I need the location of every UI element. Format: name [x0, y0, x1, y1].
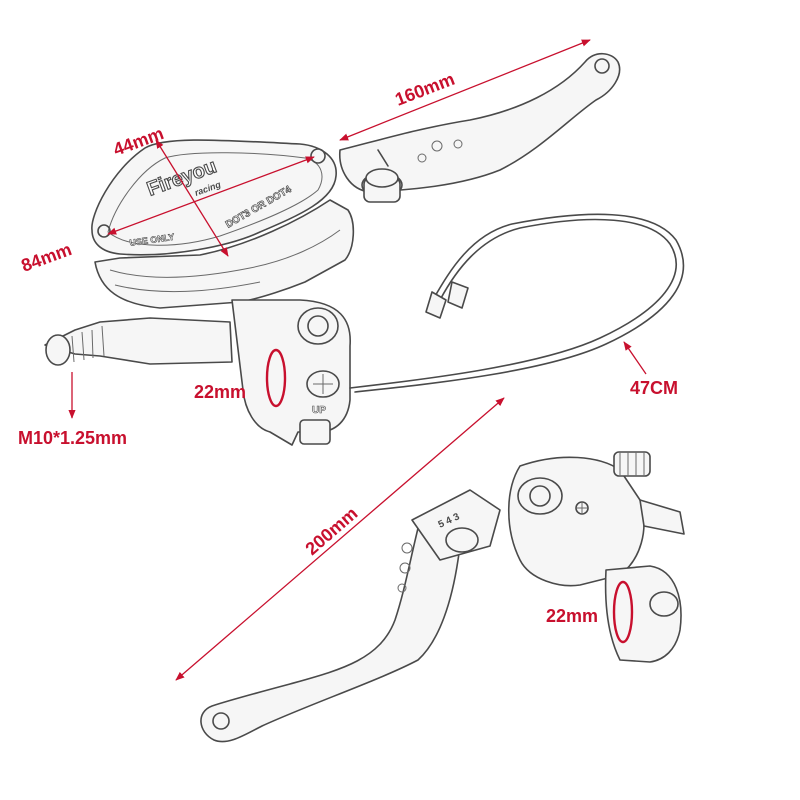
label-160mm: 160mm: [392, 69, 457, 110]
up-marking: UP: [312, 405, 326, 416]
dim-line-160mm: [339, 39, 591, 141]
cable-port: [529, 485, 551, 507]
lever-pivot-hole: [594, 58, 610, 74]
brake-line-port: [307, 315, 329, 337]
handlebar-clamp-bottom: [604, 565, 682, 663]
clutch-lever-end-hole: [212, 712, 230, 730]
brake-switch-wire: [349, 213, 685, 393]
wire-connector-1: [425, 291, 447, 319]
wire-connector-2: [447, 281, 469, 309]
dim-line-200mm: [175, 397, 505, 681]
label-200mm: 200mm: [302, 503, 362, 559]
label-47cm: 47CM: [630, 378, 678, 398]
label-bolt-thread: M10*1.25mm: [18, 428, 127, 448]
label-84mm: 84mm: [19, 239, 75, 276]
handlebar-clamp-top: UP: [231, 299, 351, 446]
clutch-lever: [200, 519, 460, 743]
brake-master-cylinder: Fireyou racing DOT3 OR DOT4 USE ONLY UP: [44, 52, 685, 446]
lever-hole-3: [417, 153, 427, 163]
switch-stub: [639, 499, 685, 535]
lid-screw-right: [310, 148, 326, 164]
cable-adjuster: [613, 451, 651, 477]
dim-line-84mm: [107, 156, 315, 235]
dim-pointer-wire: [623, 341, 647, 375]
clamp-screw: [313, 374, 333, 394]
label-22mm-top: 22mm: [194, 382, 246, 402]
banjo-bolt: [44, 317, 233, 366]
lever-hole-1: [431, 140, 443, 152]
clutch-lever-hole-1: [401, 542, 413, 554]
label-22mm-bottom: 22mm: [546, 606, 598, 626]
adjuster-knob: [361, 149, 403, 203]
clamp-diameter-ring-bottom: [612, 580, 634, 644]
